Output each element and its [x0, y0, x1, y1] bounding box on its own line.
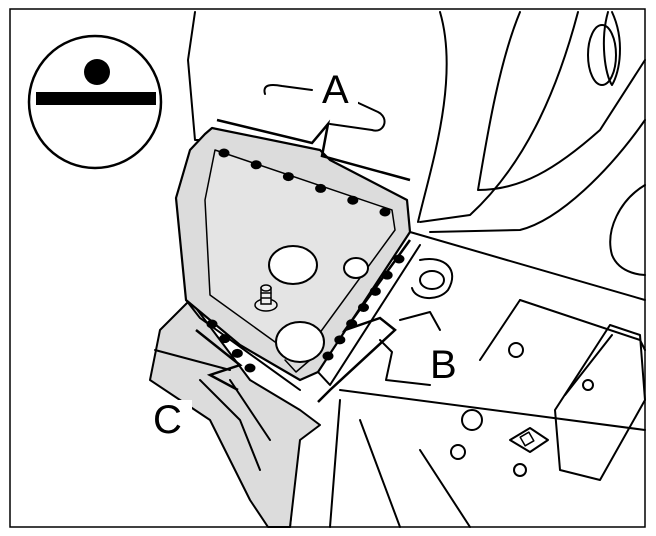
spot-weld-c-1 [206, 319, 218, 329]
spot-weld-a-6 [379, 207, 391, 217]
label-a-backing [318, 70, 358, 110]
spot-weld-c-4 [244, 363, 256, 373]
spot-weld-a-2 [250, 160, 262, 170]
label-a: A [322, 68, 349, 112]
spot-weld-a-3 [282, 172, 294, 182]
label-b: B [430, 343, 457, 387]
leader-lines [195, 118, 412, 403]
label-c-backing [150, 400, 192, 440]
spot-weld-b-1 [393, 254, 405, 264]
spot-weld-a-4 [315, 183, 327, 193]
spot-weld-a-1 [218, 148, 230, 158]
stud-bolt-icon [254, 284, 278, 312]
spot-weld-c-2 [219, 334, 231, 344]
spot-weld-a-5 [347, 195, 359, 205]
weld-symbol-legend [27, 34, 163, 170]
pillar-panel-c [149, 299, 321, 528]
gusset-panel [174, 126, 421, 391]
label-c: C [153, 398, 182, 442]
spot-weld-c-3 [231, 348, 243, 358]
spot-weld-b-6 [334, 335, 346, 345]
spot-weld-symbol-icon [36, 59, 156, 105]
spot-weld-b-7 [322, 351, 334, 361]
label-b-backing [425, 342, 465, 382]
